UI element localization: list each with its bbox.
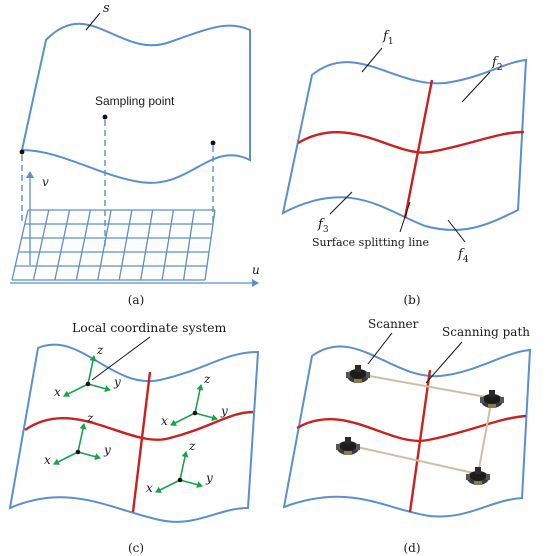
label-split: Surface splitting line	[312, 236, 429, 249]
surface-s-label: s	[103, 1, 110, 16]
split-line-horizontal	[24, 410, 254, 441]
axis-label-y: y	[113, 375, 121, 389]
axis-z	[77, 423, 87, 453]
scanner-1	[346, 365, 370, 383]
panel-a: s Sampling point v u (a)	[10, 1, 260, 307]
leader-scanning-path	[425, 341, 463, 384]
surface-s-outline	[20, 22, 251, 184]
local-frame: z x y	[161, 372, 228, 428]
surface-d-outline	[282, 345, 532, 518]
frame-origin	[177, 477, 183, 483]
grid-column-line	[97, 209, 112, 281]
grid-column-line	[182, 209, 195, 281]
left-edge-point	[19, 149, 25, 155]
label-f2: f2	[491, 55, 503, 73]
split-line-vertical	[408, 369, 432, 513]
scanning-path-label: Scanning path	[442, 325, 530, 339]
panel-a-label: (a)	[128, 293, 145, 307]
grid-column-line	[32, 209, 50, 281]
leader-f4	[447, 219, 466, 243]
split-line-horizontal	[297, 130, 525, 154]
grid-column-line	[161, 209, 175, 281]
grid-column-line	[140, 209, 154, 281]
sampling-point-label: Sampling point	[95, 94, 175, 108]
panel-c-label: (c)	[128, 541, 144, 555]
leader-f2	[461, 71, 491, 103]
label-f1: f1	[382, 29, 394, 47]
axis-x	[155, 479, 181, 493]
frame-origin	[85, 381, 91, 387]
axis-x	[53, 451, 79, 465]
axis-z	[179, 451, 189, 481]
panel-b-label: (b)	[403, 293, 420, 307]
label-f3: f3	[317, 217, 329, 235]
panel-b: f1 f2 f3 f4 Surface splitting line (b)	[281, 29, 528, 307]
v-axis-label: v	[42, 175, 49, 189]
label-f4: f4	[457, 247, 469, 265]
axis-label-x: x	[54, 385, 61, 399]
split-line-horizontal	[296, 414, 527, 443]
panel-d: Scanner Scanning path (d)	[282, 317, 532, 555]
axis-label-x: x	[44, 453, 51, 467]
scanner-2	[480, 390, 504, 408]
axis-z	[194, 384, 204, 414]
axis-y	[77, 451, 101, 461]
grid-column-line	[75, 209, 91, 281]
axis-label-y: y	[103, 443, 111, 457]
grid-column-line	[54, 209, 71, 281]
axis-label-y: y	[205, 471, 213, 485]
leader-f1	[361, 47, 383, 73]
frame-origin	[192, 410, 198, 416]
scanner-3	[466, 467, 490, 485]
leader-split	[399, 201, 411, 233]
axis-x	[170, 412, 196, 426]
coordinate-frames: z x y z x y z x y z x y	[44, 343, 228, 495]
axis-label-z: z	[188, 439, 196, 453]
panel-c: Local coordinate system z x y z x y z x y z x y (c)	[8, 320, 260, 555]
u-axis-label: u	[252, 263, 260, 277]
scanner-label: Scanner	[368, 317, 419, 331]
axis-label-x: x	[146, 481, 153, 495]
grid-column-line	[204, 209, 216, 281]
axis-z	[87, 355, 97, 385]
parameter-grid	[11, 209, 216, 281]
axis-label-z: z	[86, 411, 94, 425]
local-frame: z x y	[54, 343, 121, 399]
grid-column-line	[11, 209, 29, 281]
grid-column-line	[118, 209, 133, 281]
split-line-vertical	[131, 371, 152, 513]
axis-x	[63, 383, 89, 397]
split-line-vertical	[403, 79, 434, 219]
panel-d-label: (d)	[403, 541, 420, 555]
axis-label-y: y	[220, 404, 228, 418]
axis-y	[179, 479, 203, 489]
leader-scanner	[367, 332, 393, 365]
surface-b-outline	[281, 58, 528, 232]
axis-label-x: x	[161, 414, 168, 428]
leader-f3	[329, 191, 353, 215]
local-frame: z x y	[146, 439, 213, 495]
local-coordinate-system-label: Local coordinate system	[72, 320, 226, 335]
scanning-path	[347, 373, 494, 476]
frame-origin	[75, 449, 81, 455]
axis-y	[194, 412, 218, 422]
axis-label-z: z	[96, 343, 104, 357]
axis-y	[87, 383, 111, 393]
scanner-4	[336, 437, 360, 455]
sampling-point	[102, 114, 108, 120]
leader-lcs	[91, 336, 151, 381]
axis-label-z: z	[203, 372, 211, 386]
surface-c-outline	[8, 343, 260, 523]
right-edge-point	[210, 140, 216, 146]
leader-s	[85, 12, 101, 31]
local-frame: z x y	[44, 411, 111, 467]
